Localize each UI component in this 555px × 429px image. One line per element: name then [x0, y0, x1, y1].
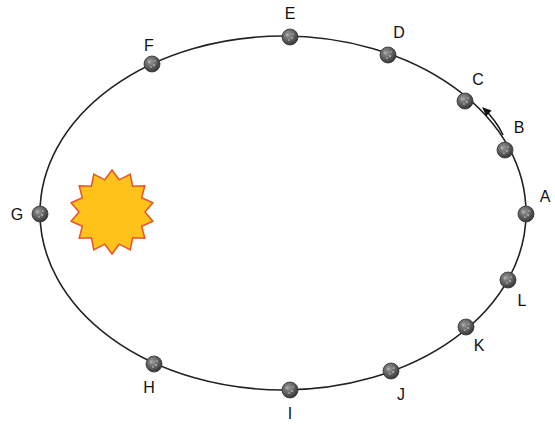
planet-texture [288, 392, 290, 394]
position-label: B [514, 119, 525, 137]
planet-texture [42, 210, 44, 212]
planet-texture [501, 147, 504, 150]
planet-texture [386, 57, 388, 59]
planet-texture [524, 216, 526, 218]
planet-texture [292, 386, 294, 388]
planet-texture [510, 276, 512, 278]
planet-group [32, 29, 534, 398]
planet-texture [286, 34, 289, 37]
planet-texture [291, 390, 293, 392]
planet-texture [507, 146, 509, 148]
direction-arrow [483, 108, 503, 135]
position-label: F [144, 37, 154, 55]
planet-texture [38, 216, 40, 218]
position-label: C [472, 71, 484, 89]
planet-symbol [518, 206, 534, 222]
planet-texture [390, 51, 392, 53]
planet-texture [503, 152, 505, 154]
planet-texture [155, 364, 157, 366]
position-label: A [540, 188, 551, 206]
planet-texture [466, 101, 468, 103]
planet-texture [156, 360, 158, 362]
planet-symbol [282, 29, 298, 45]
planet-symbol [282, 382, 298, 398]
planet-symbol [380, 47, 396, 63]
planet-texture [150, 361, 153, 364]
planet-texture [393, 367, 395, 369]
position-label: K [474, 337, 485, 355]
position-label: L [518, 292, 527, 310]
planet-symbol [146, 356, 162, 372]
position-label: E [285, 5, 296, 23]
planet-texture [464, 329, 466, 331]
planet-texture [150, 66, 152, 68]
orbit-ellipse [40, 36, 526, 390]
planet-texture [389, 55, 391, 57]
position-label: D [393, 24, 405, 42]
planet-texture [463, 103, 465, 105]
planet-texture [506, 150, 508, 152]
planet-texture [528, 210, 530, 212]
position-label: H [143, 379, 155, 397]
position-label: I [288, 405, 292, 423]
planet-symbol [458, 319, 474, 335]
planet-texture [387, 368, 390, 371]
planet-symbol [457, 93, 473, 109]
planet-texture [153, 64, 155, 66]
planet-texture [467, 327, 469, 329]
planet-texture [384, 52, 387, 55]
planet-texture [36, 211, 39, 214]
planet-texture [288, 39, 290, 41]
planet-symbol [32, 206, 48, 222]
planet-texture [461, 98, 464, 101]
planet-texture [509, 280, 511, 282]
sun-symbol [71, 170, 153, 254]
planet-texture [467, 97, 469, 99]
planet-symbol [144, 56, 160, 72]
planet-texture [41, 214, 43, 216]
planet-texture [152, 366, 154, 368]
planet-texture [462, 324, 465, 327]
position-label: J [397, 386, 405, 404]
planet-symbol [383, 363, 399, 379]
planet-texture [292, 33, 294, 35]
planet-texture [154, 60, 156, 62]
planet-texture [506, 282, 508, 284]
planet-symbol [497, 142, 513, 158]
planet-texture [148, 61, 151, 64]
planet-symbol [500, 272, 516, 288]
planet-texture [468, 323, 470, 325]
planet-texture [504, 277, 507, 280]
position-label: G [11, 206, 23, 224]
planet-texture [286, 387, 289, 390]
planet-texture [389, 373, 391, 375]
planet-texture [291, 37, 293, 39]
planet-texture [392, 371, 394, 373]
planet-texture [527, 214, 529, 216]
planet-texture [522, 211, 525, 214]
